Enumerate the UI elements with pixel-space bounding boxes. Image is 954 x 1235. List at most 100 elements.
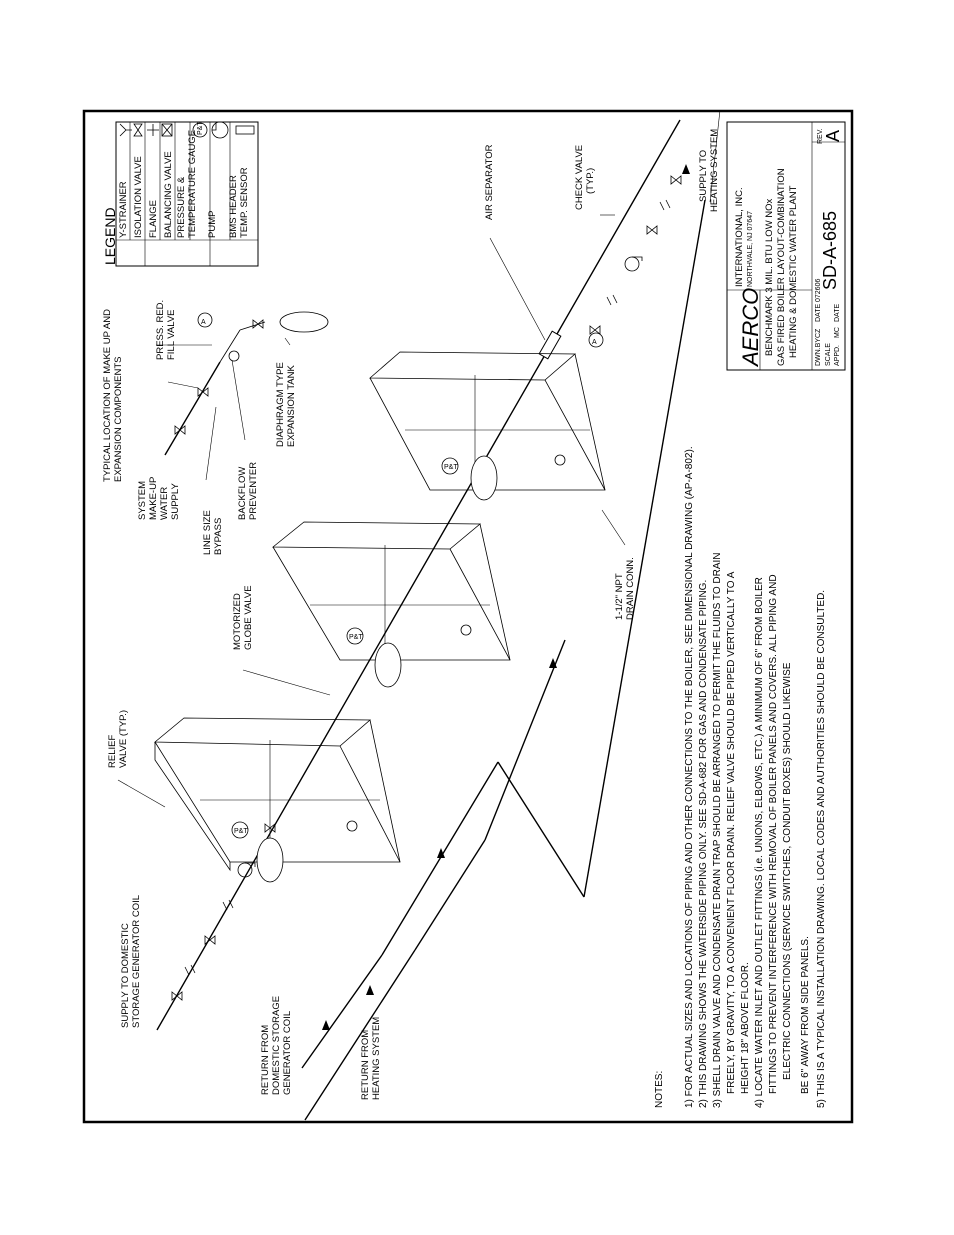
label-typical-makeup: TYPICAL LOCATION OF MAKE UP AND EXPANSIO… <box>102 309 124 482</box>
flange-symbol <box>147 124 159 136</box>
notes-title: NOTES: <box>654 1071 665 1108</box>
label-supply-domestic: SUPPLY TO DOMESTIC STORAGE GENERATOR COI… <box>120 895 142 1028</box>
rev-value: A <box>823 130 843 142</box>
boiler-1: P&T <box>153 717 401 883</box>
label-check-valve: CHECK VALVE (TYP.) <box>574 145 596 210</box>
legend-box <box>115 121 259 267</box>
company-city: NORTHVALE, NJ 07647 <box>747 211 754 287</box>
note-line: FREELY, BY GRAVITY, TO A CONVENIENT FLOO… <box>726 571 737 1094</box>
note-line: 1) FOR ACTUAL SIZES AND LOCATIONS OF PIP… <box>684 446 695 1108</box>
legend-item-label: FLANGE <box>148 200 159 238</box>
label-line: DIAPHRAGM TYPE <box>275 362 286 447</box>
drawing-title: HEATING & DOMESTIC WATER PLANT <box>788 185 799 358</box>
notes: NOTES: 1) FOR ACTUAL SIZES AND LOCATIONS… <box>654 446 827 1108</box>
label-line: MOTORIZED <box>232 593 243 650</box>
expansion-tank <box>279 311 329 333</box>
label-line: RETURN FROM <box>360 1030 371 1100</box>
label-line: WATER <box>159 487 170 520</box>
label-line: GLOBE VALVE <box>243 585 254 650</box>
label-line: RETURN FROM <box>260 1025 271 1095</box>
label-line: STORAGE GENERATOR COIL <box>131 895 142 1028</box>
legend-item-label: BALANCING VALVE <box>163 151 174 238</box>
domestic-return-pipe <box>301 954 383 1069</box>
legend-item-label: PUMP <box>207 211 218 238</box>
label-line: LINE SIZE <box>202 510 213 555</box>
label-line: HEATING SYSTEM <box>709 129 720 212</box>
air-separator <box>538 330 562 360</box>
pt-badge: P&T <box>444 464 458 471</box>
legend-item-label: TEMP. SENSOR <box>239 167 250 238</box>
note-line: ELECTRIC CONNECTIONS (SERVICE SWITCHES, … <box>782 662 793 1080</box>
label-line: DRAIN CONN. <box>625 557 636 620</box>
supply-header-pipe <box>156 119 681 1031</box>
label-line: MAKE-UP <box>148 477 159 520</box>
appd-label: APPD. <box>834 345 841 366</box>
pt-badge: P&T <box>197 121 204 135</box>
legend-item-label: ISOLATION VALVE <box>133 156 144 238</box>
label-line: VALVE (TYP.) <box>118 710 129 768</box>
leader-lines <box>117 109 721 808</box>
label-relief-valve: RELIEF VALVE (TYP.) <box>107 710 129 768</box>
marker-a: A <box>201 319 206 326</box>
label-air-separator: AIR SEPARATOR <box>484 144 495 220</box>
label-return-heating: RETURN FROM HEATING SYSTEM <box>360 1017 382 1100</box>
label-line: RELIEF <box>107 735 118 768</box>
y-strainer-symbol <box>119 123 132 137</box>
note-line: 5) THIS IS A TYPICAL INSTALLATION DRAWIN… <box>816 590 827 1108</box>
pt-badge: P&T <box>349 634 363 641</box>
label-line-size-bypass: LINE SIZE BYPASS <box>202 510 224 555</box>
appd-date-label: DATE <box>834 304 841 322</box>
appd-value: MC <box>834 327 841 338</box>
label-line: SUPPLY TO DOMESTIC <box>120 923 131 1028</box>
isolation-valve-symbol <box>133 123 143 137</box>
drawing-number: SD-A-685 <box>820 211 840 290</box>
boiler-2: P&T <box>271 521 511 688</box>
pt-badge: P&T <box>234 828 248 835</box>
label-return-domestic: RETURN FROM DOMESTIC STORAGE GENERATOR C… <box>260 996 293 1095</box>
label-line: AIR SEPARATOR <box>484 144 495 220</box>
label-diaphragm: DIAPHRAGM TYPE EXPANSION TANK <box>275 362 297 447</box>
label-line: FILL VALVE <box>166 309 177 360</box>
dwn-by-label: DWN.BY <box>815 338 822 366</box>
label-line: BACKFLOW <box>237 467 248 520</box>
scale-label: SCALE <box>825 343 832 366</box>
date-label: DATE <box>815 304 822 322</box>
legend-item-label: TEMPERATURE GAUGE <box>187 130 198 238</box>
note-line: 3) SHELL DRAIN VALVE AND CONDENSATE DRAI… <box>712 552 723 1108</box>
label-line: SYSTEM <box>137 481 148 520</box>
drawing-title: BENCHMARK 3 MIL. BTU LOW NOx <box>764 198 775 356</box>
sheet-border <box>82 109 854 1124</box>
aerco-logo: AERCO <box>738 288 763 368</box>
label-motorized-globe: MOTORIZED GLOBE VALVE <box>232 585 254 650</box>
label-line: PREVENTER <box>248 462 259 520</box>
company-name: INTERNATIONAL, INC. <box>734 187 745 287</box>
label-line: BYPASS <box>213 518 224 555</box>
heating-return-pipe <box>304 949 416 1121</box>
balancing-valve-symbol <box>161 123 173 137</box>
dwn-by-value: CZ <box>815 328 822 338</box>
label-line: CHECK VALVE <box>574 145 585 210</box>
label-line: HEATING SYSTEM <box>371 1017 382 1100</box>
pressure-temp-gauge-symbol: P&T <box>192 121 208 138</box>
label-line: 1-1/2" NPT <box>614 573 625 620</box>
label-system-makeup: SYSTEM MAKE-UP WATER SUPPLY <box>137 477 181 520</box>
note-line: HEIGHT 18" ABOVE FLOOR. <box>740 962 751 1094</box>
legend-title: LEGEND <box>102 207 118 265</box>
note-line: FITTINGS TO PREVENT INTERFERENCE WITH RE… <box>768 574 779 1094</box>
note-line: 2) THIS DRAWING SHOWS THE WATERSIDE PIPI… <box>698 580 709 1108</box>
label-line: (TYP.) <box>585 168 596 194</box>
marker-a: A <box>592 339 597 346</box>
label-line: SUPPLY <box>170 483 181 520</box>
label-line: SUPPLY TO <box>698 150 709 202</box>
title-block: REV. A SD-A-685 AERCO INTERNATIONAL, INC… <box>726 121 846 371</box>
date-value: 072606 <box>815 279 822 302</box>
legend-item-label: PRESSURE & <box>176 176 187 238</box>
boiler-3: P&T <box>368 351 606 501</box>
legend: LEGEND P&T Y-STRAINER ISOLATION VALVE FL… <box>102 121 259 267</box>
legend-item-label: BMS HEADER <box>228 175 239 238</box>
label-line: PRESS. RED. <box>155 300 166 360</box>
label-line: EXPANSION TANK <box>286 365 297 447</box>
label-line: GENERATOR COIL <box>282 1011 293 1095</box>
bms-sensor-symbol <box>235 125 255 135</box>
